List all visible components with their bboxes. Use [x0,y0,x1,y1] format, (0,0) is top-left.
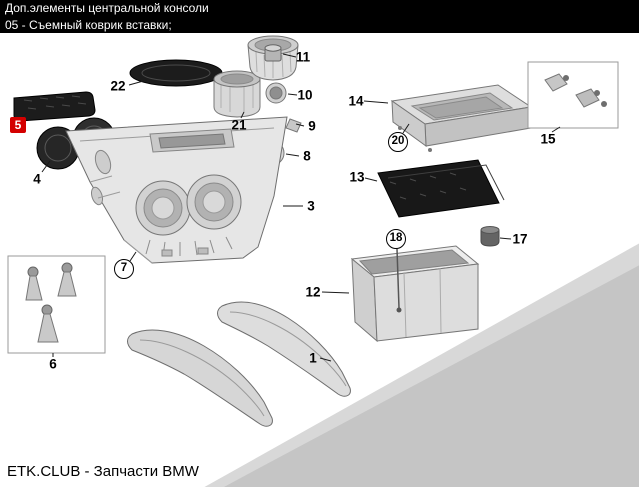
part-callout-5[interactable]: 5 [10,117,26,133]
footer-watermark-text: ETK.CLUB - Запчасти BMW [7,463,199,480]
part-callout-20[interactable]: 20 [388,132,408,152]
part-callout-6[interactable]: 6 [49,356,57,372]
part-callout-22[interactable]: 22 [110,78,126,94]
part-callout-8[interactable]: 8 [303,148,311,164]
part-callout-4[interactable]: 4 [33,171,41,187]
selected-part-label: 05 - Съемный коврик вставки; [5,18,172,32]
part-21-cup-drawing [213,70,261,118]
part-callout-1[interactable]: 1 [309,350,317,366]
bowl-insert-drawing [247,35,299,81]
part-callout-14[interactable]: 14 [348,93,364,109]
page-title: Доп.элементы центральной консоли [5,1,209,15]
part-9-clip-drawing [285,118,302,133]
part-callout-15[interactable]: 15 [540,131,556,147]
part-11-socket-drawing [264,44,282,62]
title-bar: Доп.элементы центральной консоли [0,0,639,17]
part-14-armrest-drawing [390,84,533,152]
part-callout-3[interactable]: 3 [307,198,315,214]
part-callout-18[interactable]: 18 [386,229,406,249]
part-callout-9[interactable]: 9 [308,118,316,134]
part-callout-12[interactable]: 12 [305,284,321,300]
part-callout-11[interactable]: 11 [295,49,311,65]
part-3-console-carrier-drawing [65,116,288,264]
part-15-kit-box-drawing [527,61,619,129]
part-callout-10[interactable]: 10 [297,87,313,103]
part-callout-21[interactable]: 21 [231,117,247,133]
part-callout-7[interactable]: 7 [114,259,134,279]
part-13-flat-mat-drawing [377,159,505,218]
part-6-box-drawing [7,255,106,354]
part-callout-17[interactable]: 17 [512,231,528,247]
part-10-cap-drawing [265,82,287,104]
part-callout-13[interactable]: 13 [349,169,365,185]
selected-part-bar: 05 - Съемный коврик вставки; [0,17,639,33]
